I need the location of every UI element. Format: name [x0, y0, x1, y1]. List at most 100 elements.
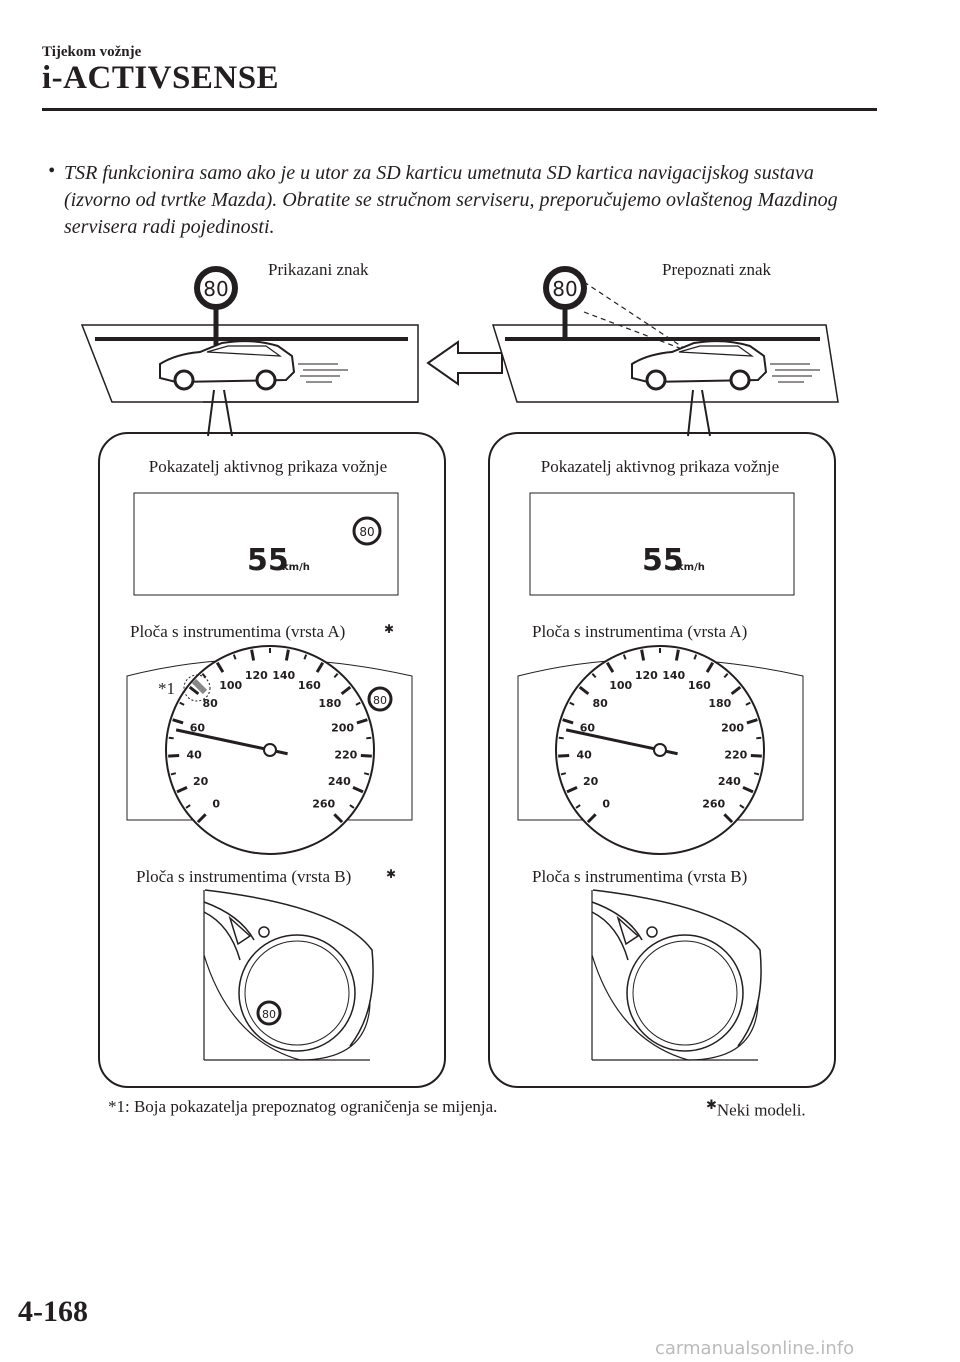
- bullet-text: TSR funkcionira samo ako je u utor za SD…: [64, 162, 838, 238]
- left-hud-unit: km/h: [282, 562, 310, 573]
- detection-line-bottom: [583, 311, 691, 353]
- speedometer-tick-label: 120: [245, 669, 268, 682]
- speedometer-tick: [605, 661, 615, 673]
- speedometer-tick: [753, 772, 760, 776]
- left-cluster-a-sign-icon: [367, 686, 393, 712]
- speedometer-tick: [168, 736, 174, 740]
- left-cluster-b-drawing: [203, 889, 374, 1061]
- watermark: carmanualsonline.info: [655, 1338, 855, 1359]
- left-cluster-b-label: Ploča s instrumentima (vrsta B): [136, 867, 351, 886]
- right-hud-unit: km/h: [677, 562, 705, 573]
- speedometer-tick: [315, 661, 325, 673]
- footnote-some-models-text: Neki modeli.: [716, 1100, 806, 1120]
- left-cluster-b-star: ✱: [386, 867, 396, 881]
- right-speed-sign: 80: [543, 266, 587, 338]
- right-cluster-a-label: Ploča s instrumentima (vrsta A): [532, 622, 747, 641]
- footnote-some-models: ✱Neki modeli.: [706, 1097, 806, 1121]
- speedometer-tick: [196, 813, 207, 824]
- speedometer-tick-label: 260: [702, 798, 725, 811]
- speedometer-tick: [746, 718, 758, 725]
- page-title: i-ACTIVSENSE: [42, 60, 280, 96]
- left-cluster-a-sign-text: 80: [373, 694, 387, 707]
- speedometer-tick: [756, 736, 762, 740]
- speedometer-tick-label: 260: [312, 798, 335, 811]
- speedometer-tick: [739, 804, 745, 809]
- speedometer-tick: [566, 785, 578, 794]
- speedometer-tick: [705, 661, 715, 673]
- speedometer-tick-label: 240: [328, 775, 351, 788]
- speedometer-tick: [674, 649, 680, 661]
- direction-arrow: [426, 340, 503, 386]
- speedometer-hub: [263, 743, 277, 757]
- recognized-sign-label: Prepoznati znak: [662, 260, 772, 279]
- speedometer-tick-label: 200: [331, 721, 354, 734]
- speedometer-tick: [360, 753, 372, 758]
- speedometer-tick: [170, 772, 177, 776]
- speedometer-tick-label: 0: [602, 798, 610, 811]
- speedometer-tick: [622, 654, 627, 660]
- detection-line-top: [583, 281, 691, 353]
- right-cluster-b-drawing: [591, 889, 762, 1061]
- speedometer-tick-label: 220: [334, 749, 357, 762]
- speedometer-hub: [653, 743, 667, 757]
- speedometer-tick: [730, 685, 742, 696]
- speedometer-tick-label: 200: [721, 721, 744, 734]
- speedometer-tick-label: 180: [318, 697, 341, 710]
- speedometer-tick-label: 60: [580, 721, 596, 734]
- speedometer-tick-label: 180: [708, 697, 731, 710]
- left-cluster-b-sign-icon: [256, 1000, 282, 1026]
- speedometer-tick: [185, 804, 191, 809]
- left-hud-label: Pokazatelj aktivnog prikaza vožnje: [149, 457, 387, 476]
- speedometer-tick: [201, 672, 207, 679]
- left-hud-display: [133, 492, 399, 596]
- speedometer-tick-label: 220: [724, 749, 747, 762]
- speedometer-tick-label: 100: [219, 679, 242, 692]
- speedometer-tick: [560, 772, 567, 776]
- speedometer-tick: [250, 649, 256, 661]
- speedometer-tick: [575, 804, 581, 809]
- speedometer-tick: [569, 701, 575, 706]
- speedometer-tick: [188, 685, 200, 696]
- displayed-sign-label: Prikazani znak: [268, 260, 369, 279]
- speedometer-tick-label: 140: [272, 669, 295, 682]
- right-car-icon: [631, 340, 820, 391]
- right-sign-text: 80: [552, 277, 577, 301]
- speedometer-tick: [363, 772, 370, 776]
- speedometer-tick: [723, 813, 734, 824]
- speedometer-tick: [333, 672, 339, 679]
- left-car-icon: [159, 340, 348, 391]
- left-hud-sign-icon: [352, 516, 382, 546]
- speedometer-tick: [745, 701, 751, 706]
- speedometer-tick: [172, 718, 184, 725]
- speedometer-tick: [215, 661, 225, 673]
- right-cluster-b-label: Ploča s instrumentima (vrsta B): [532, 867, 747, 886]
- speedometer-tick: [640, 649, 646, 661]
- speedometer-tick-label: 140: [662, 669, 685, 682]
- speedometer-tick: [232, 654, 237, 660]
- speedometer-tick: [333, 813, 344, 824]
- speedometer-tick: [366, 736, 372, 740]
- page-number: 4-168: [18, 1295, 88, 1328]
- speedometer-tick: [349, 804, 355, 809]
- speedometer-tick-label: 0: [212, 798, 220, 811]
- section-label: Tijekom vožnje: [42, 44, 142, 60]
- speedometer-tick: [168, 753, 180, 758]
- left-cluster-a-star: ✱: [384, 622, 394, 636]
- speedometer-tick: [284, 649, 290, 661]
- speedometer-tick: [723, 672, 729, 679]
- speedometer-tick: [355, 701, 361, 706]
- bullet-marker: •: [48, 160, 56, 182]
- speedometer-tick: [693, 654, 698, 660]
- speedometer-tick: [591, 672, 597, 679]
- speedometer-tick: [562, 718, 574, 725]
- speedometer-tick-label: 240: [718, 775, 741, 788]
- speedometer-tick: [742, 785, 754, 794]
- speedometer-tick-label: 60: [190, 721, 206, 734]
- left-road-scene: 80: [80, 266, 419, 403]
- speedometer-tick: [303, 654, 308, 660]
- right-hud-label: Pokazatelj aktivnog prikaza vožnje: [541, 457, 779, 476]
- speedometer-tick-label: 100: [609, 679, 632, 692]
- speedometer-tick: [352, 785, 364, 794]
